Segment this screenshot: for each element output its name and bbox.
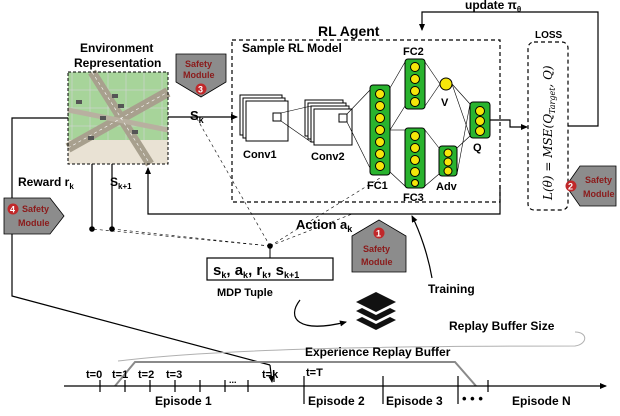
conv1-label: Conv1 <box>243 149 277 161</box>
sm1-line1: Safety <box>363 244 390 254</box>
loss-formula-tail: , Q) <box>541 65 555 87</box>
replay-size-label: Replay Buffer Size <box>449 319 555 333</box>
conv-links <box>280 89 371 169</box>
replay-buffer-label: Experience Replay Buffer <box>305 345 451 359</box>
tk-arrow <box>268 364 275 383</box>
replay-size-brace <box>117 331 586 362</box>
action-text: Action a <box>296 217 348 232</box>
loss-title: LOSS <box>535 30 563 41</box>
fc3-neurons <box>410 131 420 187</box>
tick-ellipsis: ... <box>229 375 237 385</box>
action-arrow <box>145 167 501 215</box>
safety-module-1: 1 Safety Module <box>351 219 407 273</box>
conv1-block <box>239 94 289 142</box>
update-label: update πθ <box>465 0 521 14</box>
sm2-line2: Module <box>583 189 615 199</box>
sm2-badge <box>565 180 577 192</box>
tick-t0: t=0 <box>86 369 102 381</box>
sk1-text: S <box>110 175 118 189</box>
sm3-line1: Safety <box>185 59 212 69</box>
v-label: V <box>441 97 449 109</box>
reward-text: Reward r <box>18 175 70 189</box>
q-neurons <box>475 106 485 136</box>
tuple-to-buffer-arrow <box>294 299 347 327</box>
sm4-line2: Module <box>18 218 50 228</box>
fc1-neurons <box>375 89 385 171</box>
sm4-number: 4 <box>10 205 15 215</box>
mdp-tuple-label: MDP Tuple <box>217 287 273 299</box>
reward-sub: k <box>69 182 74 191</box>
loss-formula-sub: Target <box>548 87 557 114</box>
fc-links <box>389 61 471 187</box>
tuple-dashed-links <box>91 116 381 247</box>
q-to-loss-arrow <box>490 119 528 130</box>
sm1-number: 1 <box>376 229 381 239</box>
episode-2: Episode 2 <box>308 394 365 408</box>
sm4-line1: Safety <box>22 204 49 214</box>
tick-tk: t=k <box>262 369 279 381</box>
sm3-badge <box>195 83 207 95</box>
sk-label: Sk <box>190 108 205 125</box>
sm1-line2: Module <box>361 257 393 267</box>
fc3-label: FC3 <box>403 192 424 204</box>
environment-map <box>65 69 171 167</box>
mdp-tuple-text: sk, ak, rk, sk+1 <box>213 262 299 280</box>
episode-3: Episode 3 <box>386 394 443 408</box>
q-label: Q <box>473 142 482 154</box>
sm4-badge <box>7 203 19 215</box>
sk-sub: k <box>199 115 205 125</box>
conv2-label: Conv2 <box>311 151 345 163</box>
timeline-ticks <box>99 376 489 404</box>
update-arrow <box>419 11 599 127</box>
rl-agent-box <box>231 39 501 203</box>
env-title-2: Representation <box>74 56 161 70</box>
update-sub: θ <box>517 5 521 14</box>
sm2-line1: Safety <box>585 175 612 185</box>
rl-agent-title: RL Agent <box>318 23 380 39</box>
action-label: Action ak <box>296 217 353 234</box>
loss-formula-main: L(θ) = MSE(Q <box>541 114 555 201</box>
replay-buffer-stack-icon <box>356 292 396 330</box>
sample-model-title: Sample RL Model <box>242 41 342 55</box>
sm2-number: 2 <box>568 182 573 192</box>
env-title-1: Environment <box>80 41 153 55</box>
replay-window <box>114 361 477 387</box>
svg-text:L(θ) = MSE(QTarget, Q): L(θ) = MSE(QTarget, Q) <box>541 65 557 201</box>
fc1-label: FC1 <box>367 180 388 192</box>
reward-node <box>89 226 95 232</box>
adv-label: Adv <box>436 181 458 193</box>
loss-formula: L(θ) = MSE(QTarget, Q) <box>541 65 557 201</box>
sk-text: S <box>190 108 199 123</box>
action-sub: k <box>347 224 353 234</box>
tick-t3: t=3 <box>166 369 182 381</box>
tick-t2: t=2 <box>138 369 154 381</box>
adv-neurons <box>443 148 453 176</box>
update-text: update π <box>465 0 517 12</box>
sm3-line2: Module <box>183 70 215 80</box>
value-neuron <box>439 77 453 91</box>
sk1-label: Sk+1 <box>110 175 132 191</box>
training-label: Training <box>428 282 475 296</box>
mdp-tuple-box <box>206 257 334 281</box>
sm1-badge <box>373 227 385 239</box>
episode-n: Episode N <box>512 394 571 408</box>
fc2-neurons <box>410 62 420 107</box>
reward-label: Reward rk <box>18 175 74 191</box>
conv2-block <box>304 99 353 146</box>
safety-module-3: Safety Module 3 <box>175 53 227 98</box>
safety-module-4: 4 Safety Module <box>3 197 65 235</box>
sm3-number: 3 <box>198 85 203 95</box>
tick-t1: t=1 <box>112 369 128 381</box>
episode-1: Episode 1 <box>155 394 212 408</box>
sk1-sub: k+1 <box>118 182 132 191</box>
training-arrow <box>411 215 433 279</box>
timeline-dots: • • • <box>462 391 483 406</box>
tick-tT: t=T <box>306 367 323 379</box>
fc2-label: FC2 <box>403 46 424 58</box>
safety-module-2: 2 Safety Module <box>565 165 617 207</box>
